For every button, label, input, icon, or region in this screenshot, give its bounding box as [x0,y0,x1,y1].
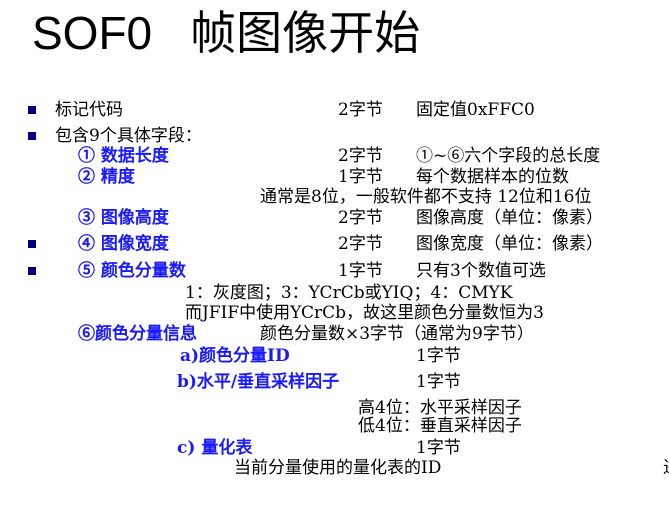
field-precision-desc: 每个数据样本的位数 [416,167,569,187]
title-name: 帧图像开始 [190,7,421,59]
clipped-text: 进 [663,458,669,478]
field-component-info: ⑥颜色分量信息 [78,324,197,344]
page-title: SOF0 帧图像开始 [32,2,420,64]
field-data-length-desc: ①~⑥六个字段的总长度 [416,146,601,166]
marker-desc: 固定值0xFFC0 [416,100,535,120]
field-precision: ② 精度 [78,167,135,187]
field-component-info-desc: 颜色分量数×3字节（通常为9字节） [260,324,534,344]
field-component-id: a)颜色分量ID [180,346,290,366]
bullet-icon [28,240,36,248]
field-sampling-low: 低4位：垂直采样因子 [358,416,522,436]
field-components-note1: 1：灰度图；3：YCrCb或YIQ；4：CMYK [185,283,513,303]
field-component-id-size: 1字节 [416,346,461,366]
marker-size: 2字节 [338,100,383,120]
field-precision-size: 1字节 [338,167,383,187]
field-components-size: 1字节 [338,261,383,281]
field-precision-note: 通常是8位，一般软件都不支持 12位和16位 [260,187,592,207]
title-code: SOF0 [32,7,153,59]
field-quant-table: c) 量化表 [177,438,253,458]
field-sampling-factor-size: 1字节 [416,372,461,392]
field-sampling-high: 高4位：水平采样因子 [358,398,522,418]
bullet-icon [28,132,36,140]
field-sampling-factor: b)水平/垂直采样因子 [177,372,340,392]
field-image-height: ③ 图像高度 [78,208,169,228]
marker-label: 标记代码 [55,100,123,120]
field-components: ⑤ 颜色分量数 [78,261,186,281]
bullet-icon [28,106,36,114]
field-image-width-desc: 图像宽度（单位：像素） [416,234,603,254]
field-components-note2: 而JFIF中使用YCrCb，故这里颜色分量数恒为3 [185,303,544,323]
field-quant-table-desc: 当前分量使用的量化表的ID [234,458,442,478]
fields-intro: 包含9个具体字段： [55,126,202,146]
field-image-width: ④ 图像宽度 [78,234,169,254]
field-data-length-size: 2字节 [338,146,383,166]
field-components-desc: 只有3个数值可选 [416,261,546,281]
field-image-width-size: 2字节 [338,234,383,254]
field-data-length: ① 数据长度 [78,146,169,166]
field-image-height-size: 2字节 [338,208,383,228]
bullet-icon [28,267,36,275]
field-quant-table-size: 1字节 [416,438,461,458]
field-image-height-desc: 图像高度（单位：像素） [416,208,603,228]
